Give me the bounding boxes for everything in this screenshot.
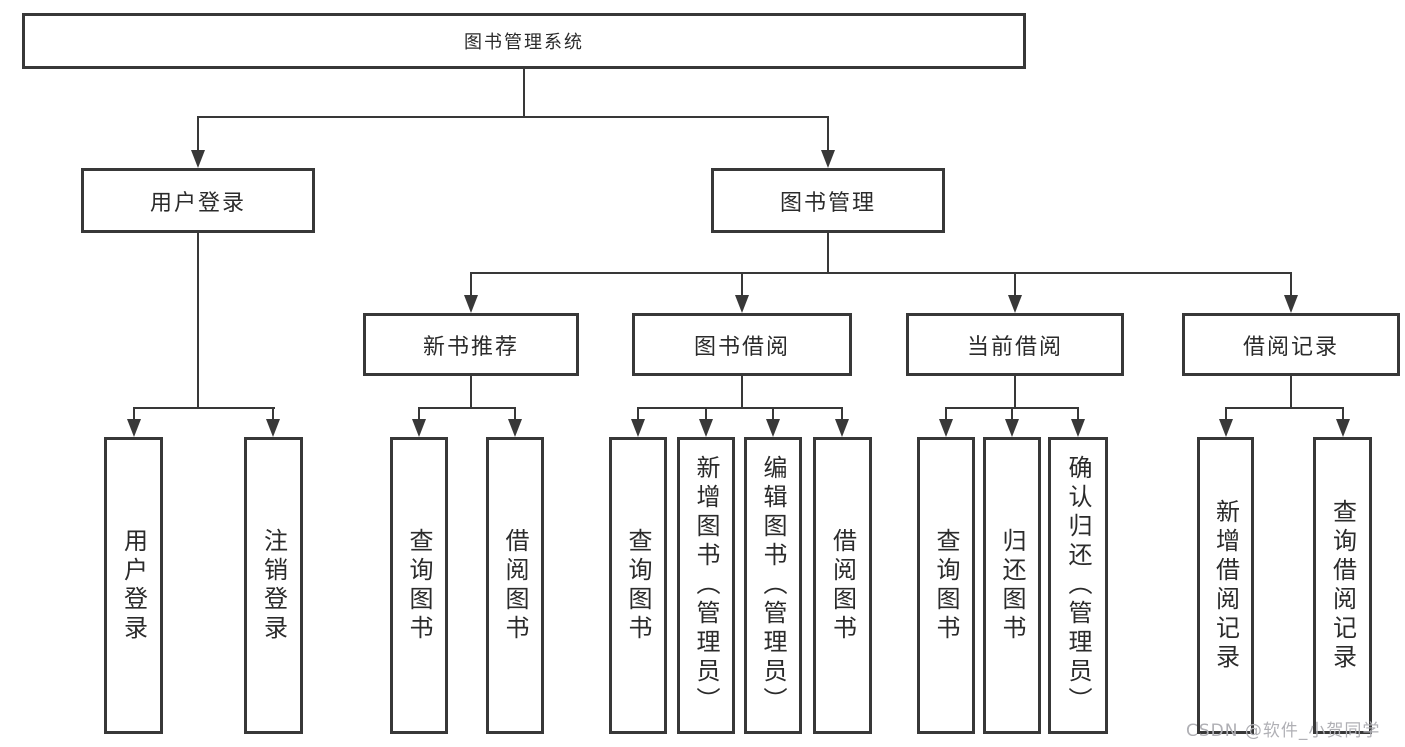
connector-root-vline: [523, 68, 525, 118]
watermark: CSDN @软件_小贺同学: [1186, 721, 1381, 741]
leaf-add-books-admin: 新增图书（管理员）: [677, 437, 735, 734]
arrow-down-icon: [127, 419, 141, 437]
connector-stub-leaf: [133, 407, 135, 421]
leaf-user-login: 用户登录: [104, 437, 163, 734]
node-current-borrow-label: 当前借阅: [966, 334, 1063, 360]
arrow-down-icon: [191, 150, 205, 168]
connector-stub-current-borrow: [1014, 272, 1016, 297]
leaf-query-books-recommend: 查询图书: [390, 437, 448, 734]
leaf-return-books-label: 归还图书: [998, 527, 1026, 644]
arrow-down-icon: [821, 150, 835, 168]
node-new-book-recommend-label: 新书推荐: [422, 334, 519, 360]
leaf-user-login-label: 用户登录: [119, 527, 148, 644]
connector-new-book-vline: [470, 376, 472, 409]
leaf-query-borrow-record: 查询借阅记录: [1313, 437, 1372, 734]
leaf-edit-books-admin-label: 编辑图书（管理员）: [759, 455, 787, 716]
leaf-confirm-return-admin: 确认归还（管理员）: [1048, 437, 1108, 734]
connector-stub-leaf: [772, 407, 774, 421]
connector-stub-leaf: [418, 407, 420, 421]
leaf-borrow-books-label: 借阅图书: [828, 527, 857, 644]
arrow-down-icon: [1219, 419, 1233, 437]
node-borrow-records-label: 借阅记录: [1242, 334, 1339, 360]
connector-user-login-hline: [133, 407, 275, 409]
connector-stub-leaf: [1077, 407, 1079, 421]
leaf-add-borrow-record: 新增借阅记录: [1197, 437, 1254, 734]
leaf-query-books-recommend-label: 查询图书: [405, 527, 433, 644]
leaf-edit-books-admin: 编辑图书（管理员）: [744, 437, 802, 734]
arrow-down-icon: [631, 419, 645, 437]
connector-stub-book-management: [827, 116, 829, 152]
node-new-book-recommend: 新书推荐: [363, 313, 579, 376]
arrow-down-icon: [508, 419, 522, 437]
connector-stub-leaf: [1011, 407, 1013, 421]
connector-borrow-records-hline: [1225, 407, 1344, 409]
node-book-management: 图书管理: [711, 168, 945, 233]
leaf-query-books-borrow: 查询图书: [609, 437, 667, 734]
arrow-down-icon: [939, 419, 953, 437]
connector-new-book-hline: [418, 407, 516, 409]
leaf-borrow-books: 借阅图书: [813, 437, 872, 734]
connector-stub-leaf: [945, 407, 947, 421]
connector-stub-new-book: [470, 272, 472, 297]
node-borrow-records: 借阅记录: [1182, 313, 1400, 376]
node-book-management-label: 图书管理: [779, 190, 876, 216]
connector-book-borrow-vline: [741, 376, 743, 409]
connector-book-management-hline: [470, 272, 1292, 274]
arrow-down-icon: [735, 295, 749, 313]
connector-borrow-records-vline: [1290, 376, 1292, 409]
connector-stub-leaf: [1225, 407, 1227, 421]
connector-book-borrow-hline: [637, 407, 843, 409]
node-user-login: 用户登录: [81, 168, 315, 233]
arrow-down-icon: [412, 419, 426, 437]
connector-stub-book-borrow: [741, 272, 743, 297]
leaf-return-books: 归还图书: [983, 437, 1041, 734]
arrow-down-icon: [699, 419, 713, 437]
node-user-login-label: 用户登录: [149, 190, 246, 216]
leaf-add-borrow-record-label: 新增借阅记录: [1211, 498, 1240, 673]
leaf-logout: 注销登录: [244, 437, 303, 734]
arrow-down-icon: [1336, 419, 1350, 437]
arrow-down-icon: [266, 419, 280, 437]
arrow-down-icon: [1008, 295, 1022, 313]
node-book-borrow: 图书借阅: [632, 313, 852, 376]
connector-stub-leaf: [514, 407, 516, 421]
node-library-system: 图书管理系统: [22, 13, 1026, 69]
node-current-borrow: 当前借阅: [906, 313, 1124, 376]
connector-stub-leaf: [705, 407, 707, 421]
connector-stub-leaf: [272, 407, 274, 421]
connector-current-borrow-vline: [1014, 376, 1016, 409]
leaf-add-books-admin-label: 新增图书（管理员）: [692, 455, 720, 716]
arrow-down-icon: [835, 419, 849, 437]
arrow-down-icon: [1284, 295, 1298, 313]
leaf-query-borrow-record-label: 查询借阅记录: [1328, 498, 1357, 673]
leaf-query-books-current: 查询图书: [917, 437, 975, 734]
leaf-borrow-books-recommend: 借阅图书: [486, 437, 544, 734]
leaf-borrow-books-recommend-label: 借阅图书: [501, 527, 529, 644]
connector-stub-user-login: [197, 116, 199, 152]
connector-stub-leaf: [1342, 407, 1344, 421]
node-book-borrow-label: 图书借阅: [693, 334, 790, 360]
connector-book-management-vline: [827, 232, 829, 274]
arrow-down-icon: [1005, 419, 1019, 437]
connector-stub-leaf: [841, 407, 843, 421]
leaf-logout-label: 注销登录: [259, 527, 288, 644]
leaf-confirm-return-admin-label: 确认归还（管理员）: [1064, 455, 1092, 716]
connector-stub-borrow-records: [1290, 272, 1292, 297]
arrow-down-icon: [1071, 419, 1085, 437]
connector-stub-leaf: [637, 407, 639, 421]
arrow-down-icon: [766, 419, 780, 437]
arrow-down-icon: [464, 295, 478, 313]
node-library-system-label: 图书管理系统: [464, 32, 584, 53]
connector-user-login-vline: [197, 232, 199, 409]
leaf-query-books-borrow-label: 查询图书: [624, 527, 652, 644]
connector-root-hline: [197, 116, 829, 118]
leaf-query-books-current-label: 查询图书: [932, 527, 960, 644]
